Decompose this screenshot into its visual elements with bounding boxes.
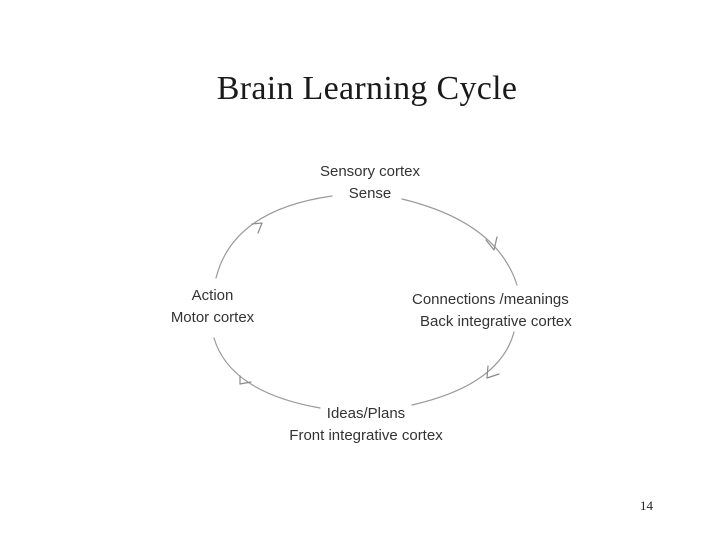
cycle-arc-action-to-sense [215, 195, 333, 279]
stage-ideas-plans: Ideas/Plans Front integrative cortex [266, 403, 466, 447]
stage-label: Connections /meanings [412, 291, 569, 308]
arrow-head-bottom-right [486, 365, 500, 379]
stage-label: Ideas/Plans [326, 405, 406, 422]
stage-sense: Sensory cortex Sense [300, 161, 440, 205]
stage-label: Front integrative cortex [289, 427, 443, 444]
stage-label: Action [191, 287, 234, 304]
page-number: 14 [640, 498, 653, 513]
arrow-head-bottom-left [239, 375, 252, 385]
cycle-arc-sense-to-connections [401, 198, 518, 286]
stage-label: Sense [348, 185, 392, 202]
stage-action: Action Motor cortex [155, 285, 270, 329]
slide-title: Brain Learning Cycle [216, 70, 518, 107]
cycle-arc-ideas-to-action [213, 337, 321, 409]
arrow-head-left-up [251, 222, 263, 234]
stage-label: Motor cortex [170, 309, 255, 326]
arrow-head-right-down [485, 236, 498, 251]
stage-label: Sensory cortex [319, 163, 421, 180]
stage-label: Back integrative cortex [420, 313, 572, 330]
stage-connections: Connections /meanings Back integrative c… [412, 289, 572, 333]
cycle-arc-connections-to-ideas [411, 331, 515, 406]
